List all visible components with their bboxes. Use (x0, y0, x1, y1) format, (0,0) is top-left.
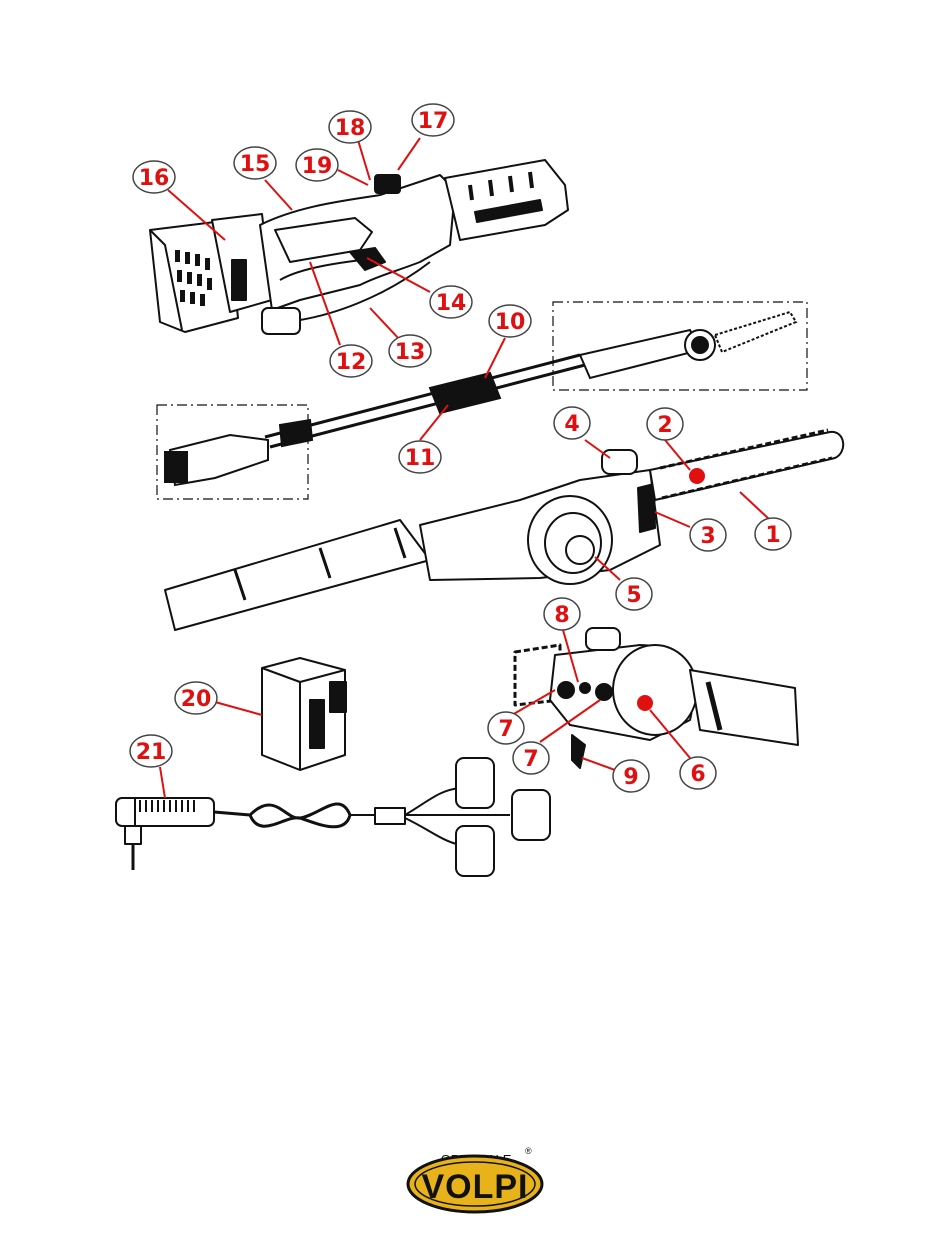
callout-number: 5 (626, 583, 641, 608)
callout-number: 14 (436, 291, 467, 316)
callout-c15: 15 (234, 147, 276, 179)
callout-c6: 6 (680, 757, 716, 789)
battery-pack (262, 658, 346, 770)
callout-number: 17 (418, 109, 449, 134)
callout-c16: 16 (133, 161, 175, 193)
logo-registered-mark: ® (525, 1146, 532, 1156)
callout-number: 3 (700, 524, 715, 549)
callout-number: 19 (302, 154, 333, 179)
callout-number: 12 (336, 350, 367, 375)
callout-c2: 2 (647, 408, 683, 440)
callout-number: 13 (395, 340, 426, 365)
callout-number: 9 (623, 765, 638, 790)
volpi-logo: ORIGINALE ® VOLPI (408, 1146, 542, 1212)
callout-c5: 5 (616, 578, 652, 610)
callout-c9: 9 (613, 760, 649, 792)
charger (116, 758, 550, 876)
callout-number: 8 (554, 603, 569, 628)
callout-number: 10 (495, 310, 526, 335)
callout-c4: 4 (554, 407, 590, 439)
callout-c8: 8 (544, 598, 580, 630)
callout-c7a: 7 (488, 712, 524, 744)
callout-number: 21 (136, 740, 167, 765)
callout-c19: 19 (296, 149, 338, 181)
callout-number: 18 (335, 116, 366, 141)
callout-c17: 17 (412, 104, 454, 136)
callout-number: 2 (657, 413, 672, 438)
callout-c7b: 7 (513, 742, 549, 774)
callout-number: 20 (181, 687, 212, 712)
callout-c1: 1 (755, 518, 791, 550)
callout-number: 11 (405, 446, 436, 471)
callout-number: 7 (498, 717, 513, 742)
chainsaw-side-view (515, 628, 798, 768)
callout-c3: 3 (690, 519, 726, 551)
callout-c12: 12 (330, 345, 372, 377)
callout-c11: 11 (399, 441, 441, 473)
callout-c20: 20 (175, 682, 217, 714)
callout-number: 15 (240, 152, 271, 177)
callout-c18: 18 (329, 111, 371, 143)
callout-number: 16 (139, 166, 170, 191)
callout-c14: 14 (430, 286, 472, 318)
callout-c21: 21 (130, 735, 172, 767)
callout-number: 4 (564, 412, 579, 437)
callout-c13: 13 (389, 335, 431, 367)
callout-number: 1 (765, 523, 780, 548)
callout-number: 7 (523, 747, 538, 772)
callout-number: 6 (690, 762, 705, 787)
logo-brand-text: VOLPI (421, 1168, 528, 1206)
callout-c10: 10 (489, 305, 531, 337)
